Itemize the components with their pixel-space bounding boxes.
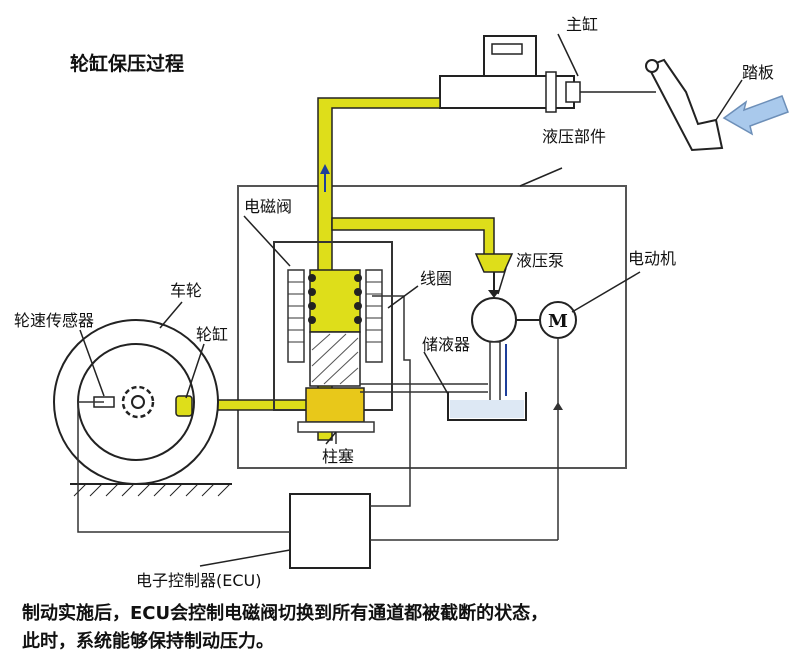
- label-master-cylinder: 主缸: [566, 15, 598, 34]
- electric-motor: M: [539, 301, 577, 540]
- hydraulic-pump: [471, 253, 540, 405]
- label-reservoir: 储液器: [422, 335, 470, 354]
- signal-wires: [77, 295, 558, 541]
- caption-line-2: 此时，系统能够保持制动压力。: [22, 631, 274, 652]
- label-hydraulic-unit: 液压部件: [542, 127, 606, 146]
- pedal-force-arrow-icon: [722, 95, 789, 136]
- ecu-box: [289, 493, 371, 569]
- solenoid-valve: [273, 241, 393, 444]
- caption-line-1: 制动实施后，ECU会控制电磁阀切换到所有通道都被截断的状态，: [22, 603, 549, 624]
- leader-lines: [79, 167, 641, 567]
- hydraulic-unit-box: [237, 185, 627, 469]
- label-wheel: 车轮: [170, 281, 202, 300]
- label-solenoid-valve: 电磁阀: [244, 197, 292, 216]
- label-coil: 线圈: [420, 269, 452, 288]
- brake-pedal: [645, 58, 789, 152]
- reservoir: [447, 392, 527, 421]
- plunger-block: [305, 387, 365, 423]
- wheel: [53, 319, 232, 497]
- master-cylinder: [439, 33, 656, 113]
- label-motor: 电动机: [628, 249, 676, 268]
- label-plunger: 柱塞: [322, 447, 354, 466]
- caption: 制动实施后，ECU会控制电磁阀切换到所有通道都被截断的状态， 此时，系统能够保持…: [22, 600, 782, 656]
- label-pedal: 踏板: [742, 63, 774, 82]
- label-pump: 液压泵: [516, 251, 564, 270]
- motor-symbol: M: [548, 311, 568, 332]
- tone-ring-gear-icon: [121, 385, 155, 419]
- label-wheel-cylinder: 轮缸: [196, 325, 228, 344]
- abs-diagram: 轮缸保压过程: [14, 15, 789, 590]
- diagram-title: 轮缸保压过程: [70, 52, 184, 75]
- wheel-cylinder-icon: [175, 395, 193, 417]
- label-ecu: 电子控制器(ECU): [136, 571, 261, 590]
- label-wheel-speed-sensor: 轮速传感器: [14, 311, 94, 330]
